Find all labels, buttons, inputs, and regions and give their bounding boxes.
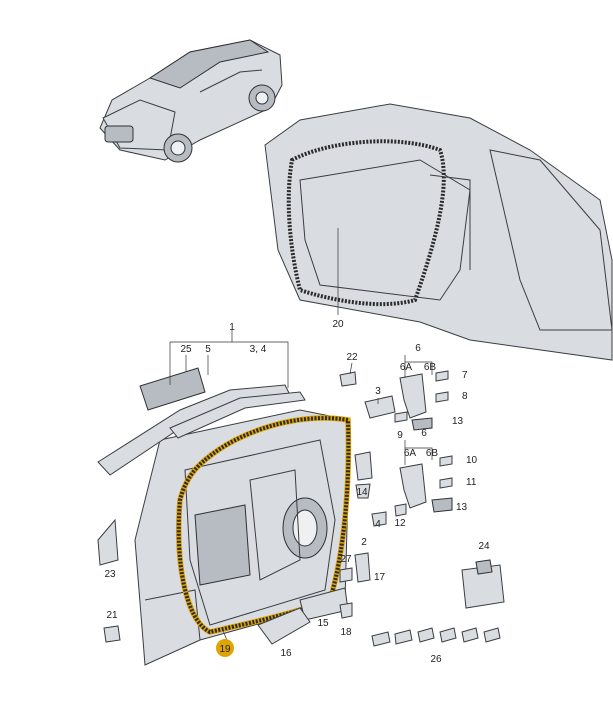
seal-strip-25 xyxy=(139,367,206,411)
callout-11: 11 xyxy=(466,477,477,488)
callout-15: 15 xyxy=(317,618,329,629)
callout-16: 16 xyxy=(280,648,292,659)
car-illustration xyxy=(99,39,283,163)
callout-25: 25 xyxy=(180,344,192,355)
callout-21: 21 xyxy=(106,610,118,621)
callout-27: 27 xyxy=(340,554,352,565)
callout-6-lower: 6 xyxy=(421,428,427,439)
callout-26: 26 xyxy=(430,654,442,665)
callout-3-4: 3, 4 xyxy=(250,344,267,355)
window-strips xyxy=(97,367,306,476)
door-seal xyxy=(176,416,351,635)
callout-23: 23 xyxy=(104,569,116,580)
callout-6-upper: 6 xyxy=(415,343,421,354)
callout-6B-lower: 6B xyxy=(426,448,439,459)
callout-17: 17 xyxy=(374,572,386,583)
callout-1: 1 xyxy=(229,322,235,333)
callout-19-highlight xyxy=(216,639,234,657)
callout-24: 24 xyxy=(478,541,490,552)
callout-13-lower: 13 xyxy=(456,502,468,513)
frame-seal xyxy=(286,139,446,307)
callout-6B-upper: 6B xyxy=(424,362,437,373)
small-parts xyxy=(97,370,505,647)
callout-20: 20 xyxy=(332,319,344,330)
callout-labels: 1 25 5 3, 4 20 22 3 6 6A 6B 7 8 9 13 6 6… xyxy=(104,319,490,665)
callout-9: 9 xyxy=(397,430,403,441)
callout-13-upper: 13 xyxy=(452,416,464,427)
callout-6A-lower: 6A xyxy=(404,448,417,459)
callout-3: 3 xyxy=(375,386,381,397)
callout-14: 14 xyxy=(356,487,368,498)
body-frame-illustration xyxy=(264,103,613,361)
callout-4: 4 xyxy=(375,519,381,530)
callout-22: 22 xyxy=(346,352,358,363)
callout-12: 12 xyxy=(394,518,406,529)
callout-5: 5 xyxy=(205,344,211,355)
callout-19: 19 xyxy=(219,644,231,655)
callout-18: 18 xyxy=(340,627,352,638)
callout-6A-upper: 6A xyxy=(400,362,413,373)
callout-10: 10 xyxy=(466,455,478,466)
callout-7: 7 xyxy=(462,370,468,381)
callout-2: 2 xyxy=(361,537,367,548)
callout-8: 8 xyxy=(462,391,468,402)
